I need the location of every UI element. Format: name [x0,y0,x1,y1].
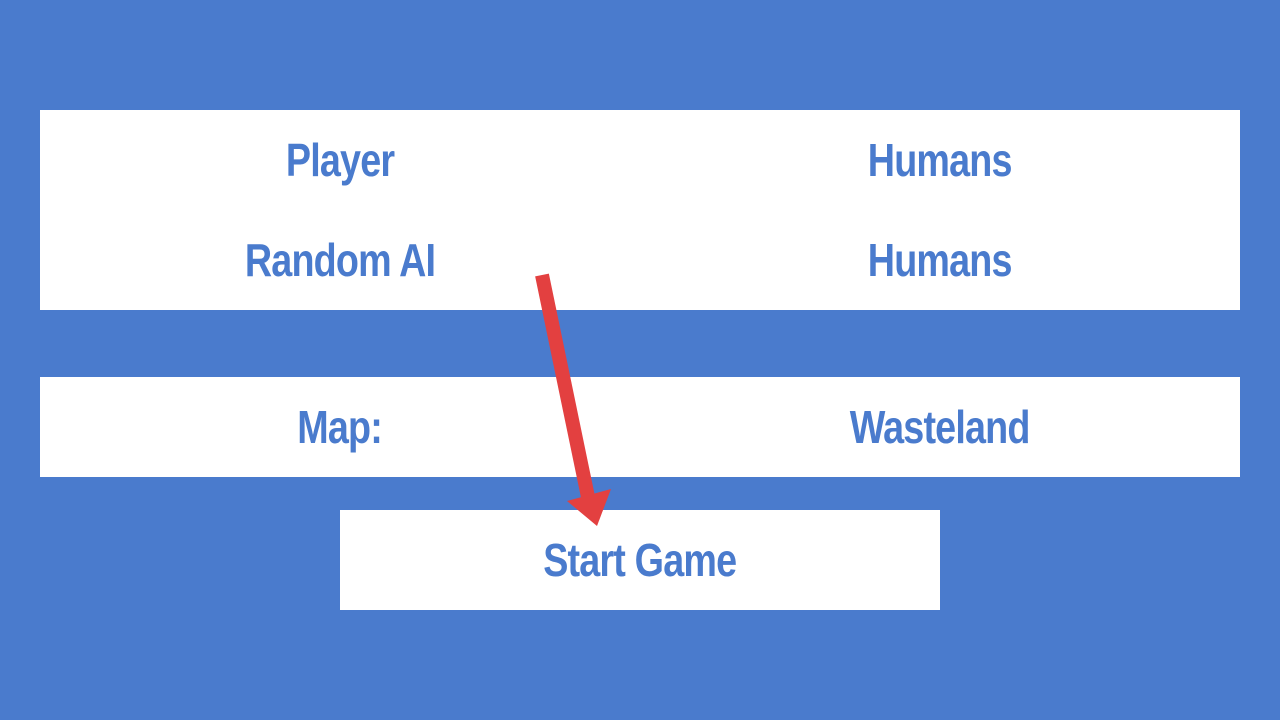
start-game-label: Start Game [543,534,737,586]
map-selector[interactable]: Wasteland [640,377,1240,477]
map-value-label: Wasteland [850,401,1031,453]
player-slot-2-name-label: Random AI [244,234,436,286]
start-game-button[interactable]: Start Game [340,510,940,610]
player-slot-1-name-label: Player [285,134,395,186]
player-slot-1-faction-selector[interactable]: Humans [640,110,1240,210]
player-slot-2-faction-label: Humans [868,234,1013,286]
player-slot-1-faction-label: Humans [868,134,1013,186]
start-game-button-inner: Start Game [340,510,940,610]
map-selection-panel: Map: Wasteland [40,377,1240,477]
map-label: Map: [297,401,384,453]
player-list-panel: Player Humans Random AI Humans [40,110,1240,310]
player-slot-2-name-selector[interactable]: Random AI [40,210,640,310]
player-slot-2-faction-selector[interactable]: Humans [640,210,1240,310]
map-label-cell: Map: [40,377,640,477]
player-slot-1-name[interactable]: Player [40,110,640,210]
